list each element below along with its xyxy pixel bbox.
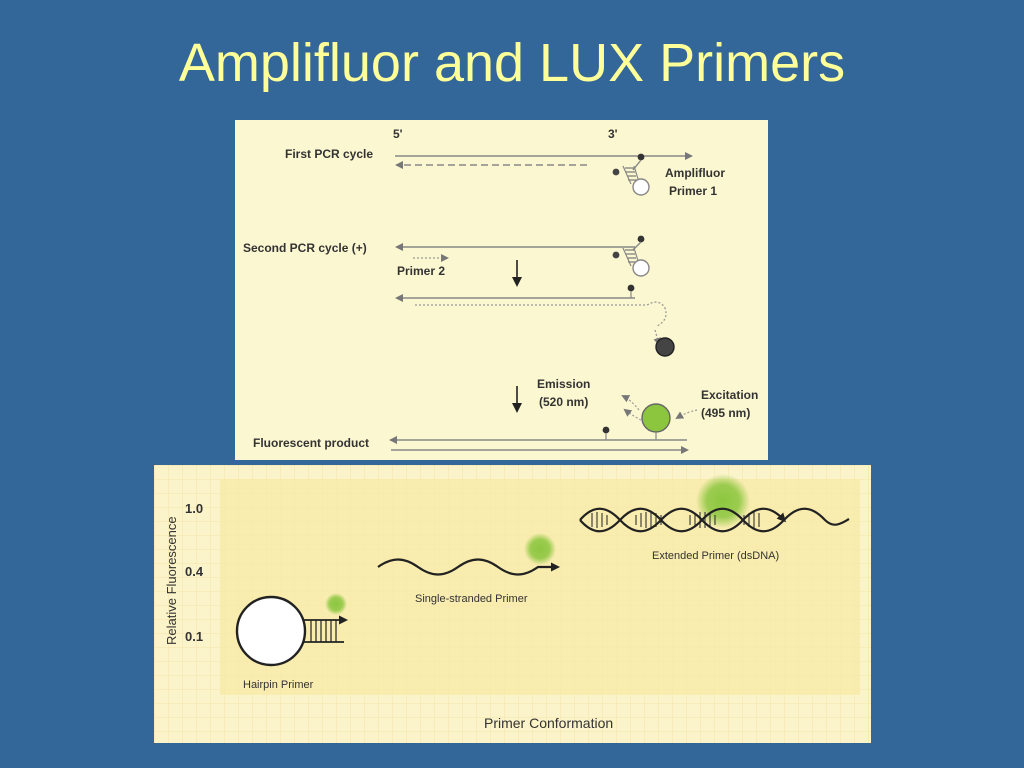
three-prime-label: 3' [608, 127, 618, 141]
amplifluor-primer-label-1: Amplifluor [665, 166, 725, 180]
single-stranded-primer [377, 533, 560, 576]
hairpin-glow [325, 593, 347, 615]
five-prime-label: 5' [393, 127, 403, 141]
released-fluorophore [655, 337, 675, 357]
lux-diagram: Relative Fluorescence 1.0 0.4 0.1 Primer… [154, 465, 871, 743]
single-strand-glow [524, 533, 556, 565]
emission-arrows [621, 395, 698, 421]
emission-label-1: Emission [537, 377, 590, 391]
amplifluor-primer-label-2: Primer 1 [669, 184, 717, 198]
amplifluor-diagram: 5' 3' First PCR cycle Amplifluor Primer … [235, 120, 768, 460]
fluorescent-product-strands [389, 436, 689, 454]
unfolding-strands [395, 284, 675, 357]
emission-label-2: (520 nm) [539, 395, 588, 409]
amplifluor-background [235, 120, 768, 460]
extended-label: Extended Primer (dsDNA) [652, 550, 779, 562]
y-axis-label: Relative Fluorescence [164, 516, 179, 645]
primer-2-label: Primer 2 [397, 264, 445, 278]
second-cycle-label: Second PCR cycle (+) [243, 241, 367, 255]
x-axis-label: Primer Conformation [484, 715, 613, 731]
first-cycle-label: First PCR cycle [285, 147, 373, 161]
y-tick-0-1: 0.1 [185, 629, 203, 644]
hairpin-primer [235, 593, 348, 667]
extended-primer [579, 474, 850, 533]
single-stranded-label: Single-stranded Primer [415, 593, 528, 605]
lux-plot-area [220, 479, 860, 695]
excitation-label-1: Excitation [701, 388, 758, 402]
second-cycle-strands [395, 235, 650, 277]
slide-title: Amplifluor and LUX Primers [178, 33, 846, 93]
quencher-dot [637, 153, 645, 161]
glowing-fluorophore [641, 403, 671, 433]
hairpin-label: Hairpin Primer [243, 679, 314, 691]
y-tick-0-4: 0.4 [185, 564, 204, 579]
first-cycle-strands [395, 152, 693, 196]
y-tick-1-0: 1.0 [185, 501, 203, 516]
fluorophore-dark-circle [632, 178, 650, 196]
fluorescent-product-label: Fluorescent product [253, 436, 369, 450]
excitation-label-2: (495 nm) [701, 406, 750, 420]
